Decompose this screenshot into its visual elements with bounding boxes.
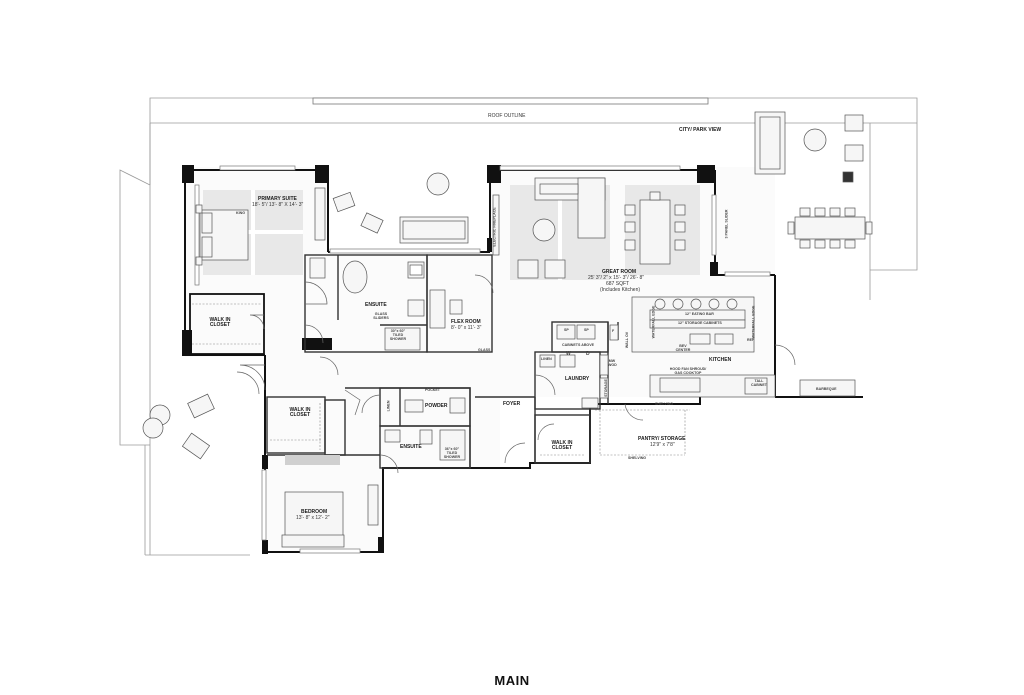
roof-outline — [119, 97, 918, 556]
great-room-note: (Includes Kitchen) — [600, 287, 641, 293]
furniture — [142, 111, 873, 548]
shelving-lines — [192, 303, 690, 456]
door-swings — [236, 274, 796, 474]
panel-slider-label: 3 PANEL SLIDER — [724, 209, 729, 239]
pocket-label: POCKET — [425, 388, 440, 392]
walk-in-closet-3-label: WALK IN CLOSET — [551, 440, 573, 452]
floor-label-main: MAIN — [494, 673, 530, 688]
king-label: KING — [236, 211, 245, 215]
wall-oven-label: WALL OV — [625, 331, 630, 349]
shelving-2-label: SHELVING — [628, 456, 647, 460]
shelving-1-label: SHELVING — [655, 402, 674, 406]
ensuite-2-label: ENSUITE — [400, 444, 422, 450]
sp-1-label: SP — [564, 328, 569, 332]
bedroom-bed — [284, 491, 344, 541]
roof-outline-label: ROOF OUTLINE — [488, 113, 526, 119]
tall-cabinet-label: TALL CABINET — [751, 379, 767, 387]
waterfall-edge-1-label: WATERFALL EDGE — [651, 305, 656, 339]
ref-label: REF — [747, 338, 755, 342]
pantry-dims: 12'9" x 7'8" — [650, 442, 675, 448]
tiled-shower-2-label: 36"x 60" TILED SHOWER — [443, 447, 461, 459]
powder-label: POWDER — [425, 403, 448, 409]
primary-suite-label: PRIMARY SUITE — [258, 196, 297, 202]
eating-bar-label: 12" EATING BAR — [685, 312, 714, 316]
flex-room-label: FLEX ROOM — [451, 319, 481, 325]
primary-suite-dims: 18'- 5"/ 13'- 8" X 14'- 3" — [252, 202, 304, 208]
washer-label: W — [566, 351, 571, 357]
dryer-label: D — [586, 351, 590, 357]
kitchen-label: KITCHEN — [709, 357, 732, 363]
glass-label: GLASS — [478, 348, 491, 352]
electric-fireplace-label: ELECTRIC FIREPLACE — [492, 207, 497, 247]
foyer-label: FOYER — [503, 401, 521, 407]
linen-1-label: LINEN — [541, 357, 552, 361]
great-room-area: 687 SQFT — [606, 281, 630, 287]
walk-in-closet-1-label: WALK IN CLOSET — [209, 317, 231, 329]
barbeque-label: BARBEQUE — [816, 387, 837, 391]
bedroom-label: BEDROOM — [301, 509, 328, 515]
tiled-shower-1-label: 30"x 60" TILED SHOWER — [389, 329, 407, 341]
bedroom-dims: 13'- 8" x 12'- 2" — [296, 515, 330, 521]
storage-cabinets-label: 12" STORAGE CABINETS — [678, 321, 722, 325]
city-park-view-label: CITY/ PARK VIEW — [679, 127, 722, 133]
wall-corners — [182, 165, 718, 554]
cabinets-above-label: CABINETS ABOVE — [562, 343, 595, 347]
bev-center-label: BEV CENTER — [675, 344, 691, 352]
fridge-label: F — [612, 329, 615, 333]
glass-sliders-label: GLASS SLIDERS — [373, 312, 389, 320]
waterfall-edge-2-label: WATERFALL EDGE — [751, 305, 756, 339]
walk-in-closet-2-label: WALK IN CLOSET — [289, 407, 311, 419]
flex-room-dims: 8'- 0" x 11'- 3" — [451, 325, 482, 331]
great-room-dims: 25' 3"/ 2" x 15'- 3"/ 26'- 8" — [588, 275, 645, 281]
mw-label: MW WOD — [608, 359, 617, 367]
hood-fan-label: HOOD FAN SHROUD/ GAS COOKTOP — [669, 367, 707, 375]
storage-label: STORAGE — [603, 379, 608, 397]
great-room-label: GREAT ROOM — [602, 269, 637, 275]
laundry-label: LAUNDRY — [565, 376, 590, 382]
sp-2-label: SP — [584, 328, 589, 332]
linen-2-label: LINEN — [386, 400, 391, 412]
pantry-label: PANTRY/ STORAGE — [638, 436, 686, 442]
windows — [194, 165, 771, 554]
ensuite-1-label: ENSUITE — [365, 302, 387, 308]
